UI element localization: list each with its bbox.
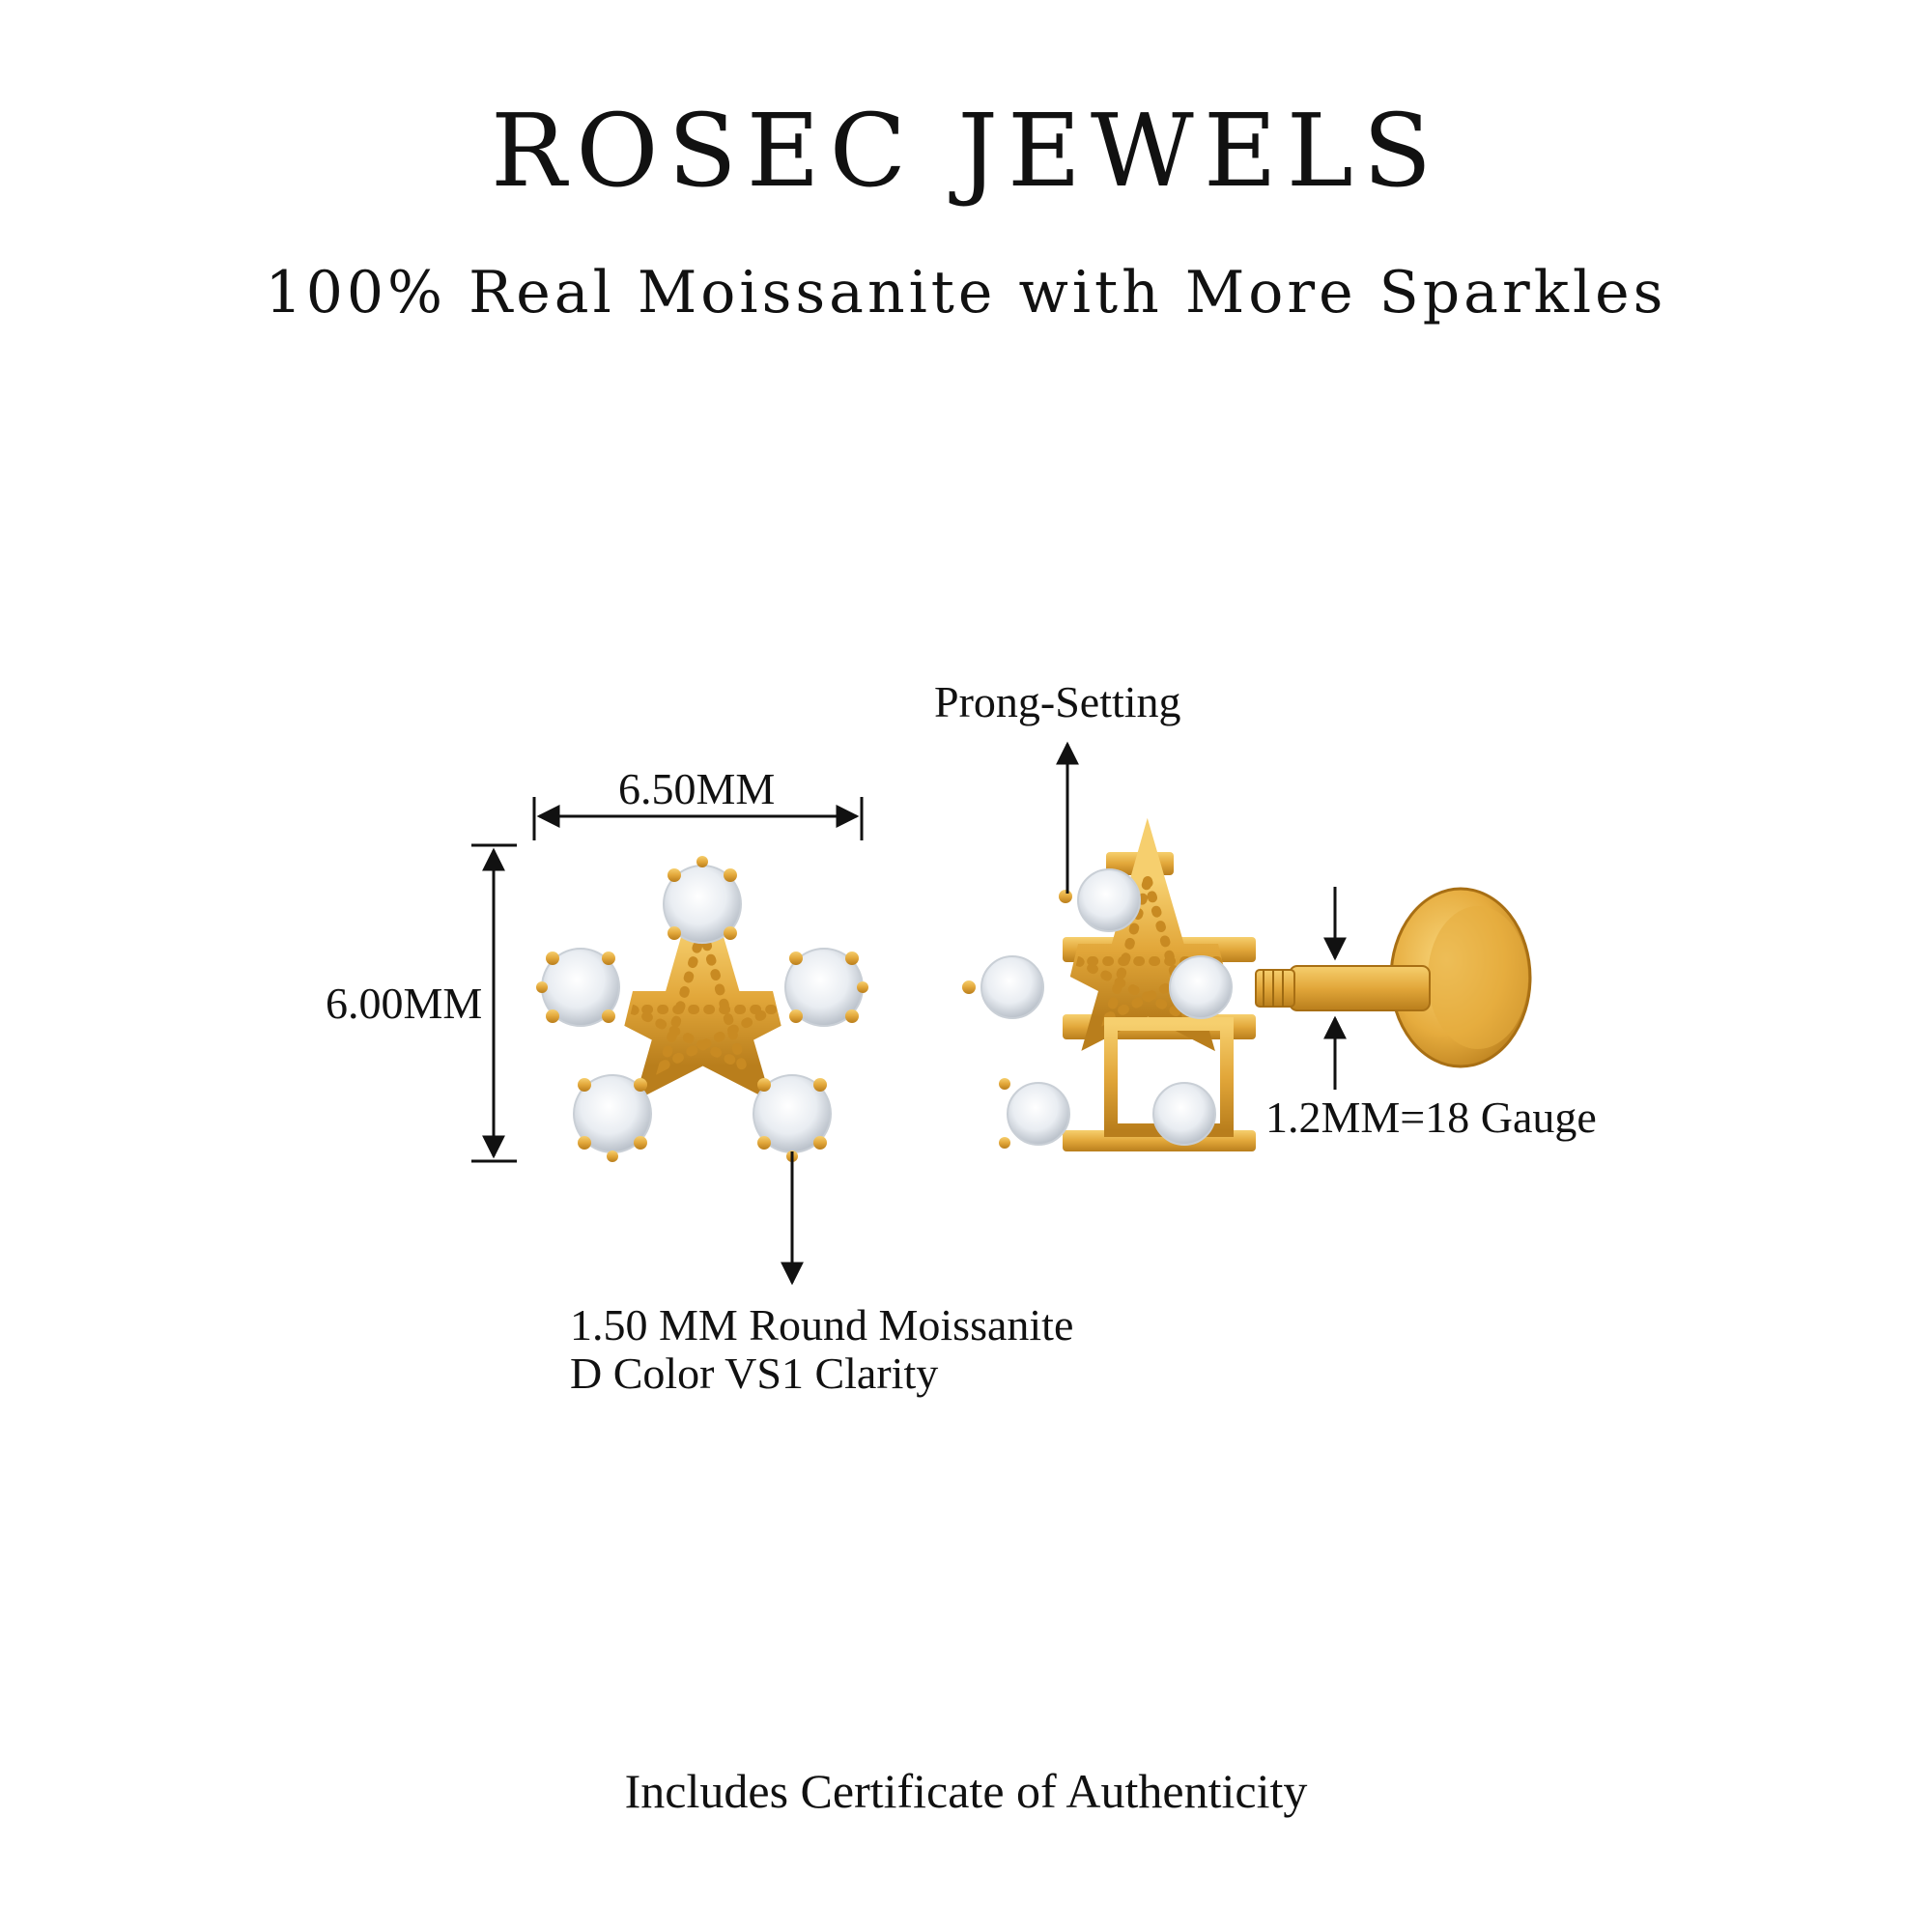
gem-left — [536, 948, 620, 1027]
brand-title: ROSEC JEWELS — [490, 92, 1442, 210]
gem-bottom-right — [753, 1074, 832, 1162]
width-dimension — [532, 797, 864, 840]
gauge-label: 1.2MM=18 Gauge — [1265, 1093, 1597, 1142]
certificate-note: Includes Certificate of Authenticity — [624, 1764, 1308, 1818]
prong-setting-label: Prong-Setting — [934, 677, 1181, 726]
side-gem-left — [980, 955, 1044, 1019]
star-frame — [624, 863, 781, 1102]
height-dimension — [471, 843, 517, 1163]
side-view-earring — [962, 817, 1532, 1151]
labret-post — [1289, 965, 1431, 1011]
height-label: 6.00MM — [326, 979, 483, 1028]
stone-spec-line1: 1.50 MM Round Moissanite — [570, 1300, 1074, 1350]
width-label: 6.50MM — [618, 764, 776, 813]
front-view-earring — [536, 856, 868, 1162]
side-gem-bottom-left — [1007, 1082, 1070, 1146]
gem-right — [784, 948, 868, 1027]
side-gem-bottom-right — [1152, 1082, 1216, 1146]
side-gem-right — [1169, 955, 1233, 1019]
gem-bottom-left — [573, 1074, 652, 1162]
stone-spec-line2: D Color VS1 Clarity — [570, 1349, 939, 1398]
side-gem-top — [1077, 868, 1141, 932]
gem-top — [663, 856, 742, 944]
tagline: 100% Real Moissanite with More Sparkles — [265, 259, 1667, 327]
